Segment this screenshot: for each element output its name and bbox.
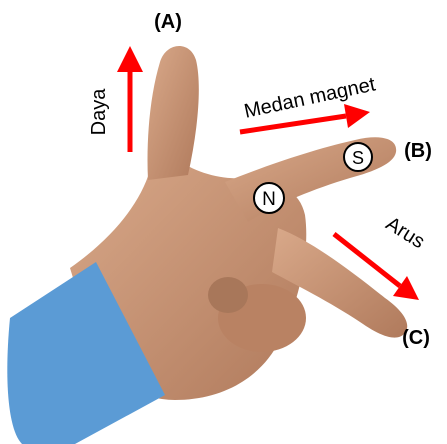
north-pole-marker: N <box>253 182 285 214</box>
current-label: Arus <box>382 213 429 253</box>
magnetic-field-arrow <box>239 104 370 135</box>
curled-finger-knuckle <box>208 277 248 313</box>
middle-finger <box>272 228 408 338</box>
thumb <box>147 45 199 181</box>
south-pole-marker: S <box>343 142 373 172</box>
index-marker-label: (B) <box>404 140 432 162</box>
force-label: Daya <box>88 88 110 136</box>
sleeve <box>7 262 165 444</box>
current-arrow <box>332 232 419 300</box>
hand-illustration <box>7 45 408 444</box>
force-arrow <box>117 46 143 152</box>
middle-marker-label: (C) <box>402 327 430 349</box>
south-pole-label: S <box>352 148 364 168</box>
thumb-marker-label: (A) <box>154 11 182 33</box>
north-pole-label: N <box>262 189 276 210</box>
